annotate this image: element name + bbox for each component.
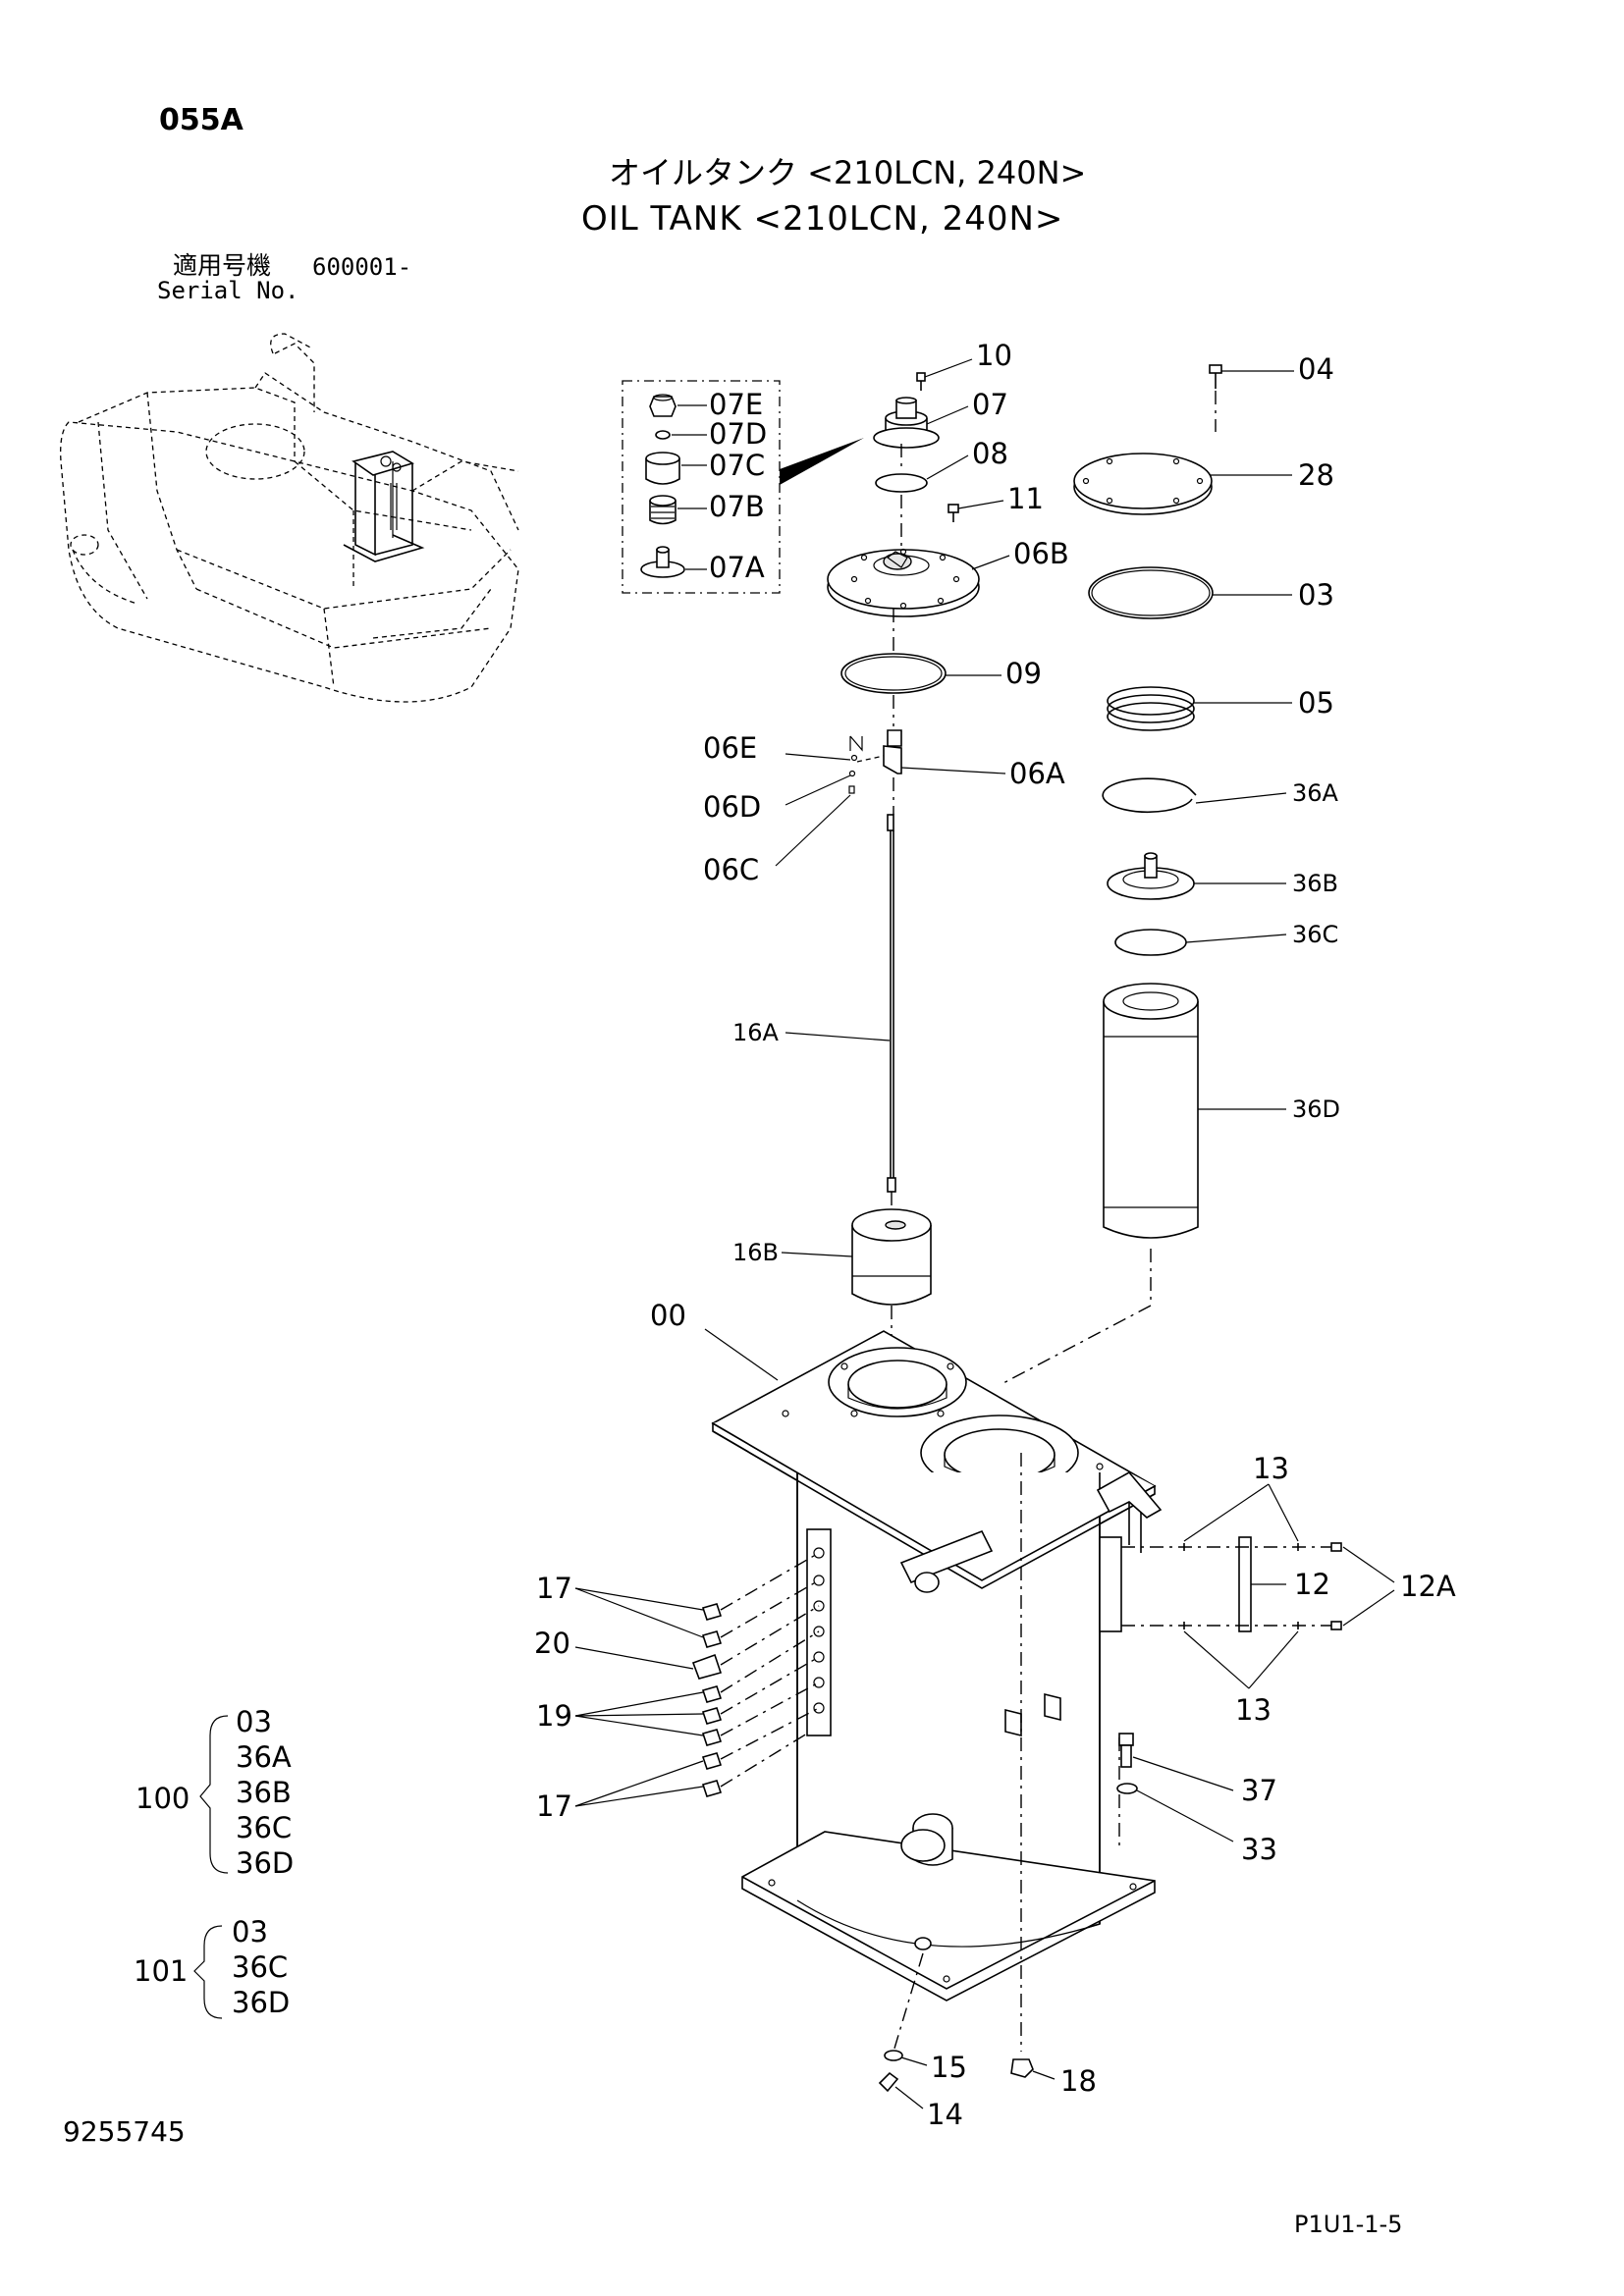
callout-13-upper: 13 — [1253, 1452, 1289, 1485]
callout-36D: 36D — [1292, 1095, 1340, 1123]
level-gauge-parts — [1121, 1536, 1342, 1632]
callout-33: 33 — [1241, 1833, 1277, 1866]
callout-16B: 16B — [732, 1239, 779, 1266]
callout-06B: 06B — [1013, 537, 1069, 570]
callout-36B: 36B — [1292, 870, 1338, 897]
callout-11: 11 — [1007, 482, 1044, 515]
callout-labels: 10 07 08 11 06B 09 06E 06D 06C 06A 07E 0… — [534, 339, 1456, 2131]
callout-13-lower: 13 — [1235, 1693, 1272, 1727]
callout-17-upper: 17 — [536, 1572, 572, 1605]
callout-18: 18 — [1060, 2064, 1097, 2098]
page-reference: P1U1-1-5 — [1294, 2211, 1403, 2238]
callout-04: 04 — [1298, 352, 1334, 386]
callout-05: 05 — [1298, 686, 1334, 720]
leader-lines — [574, 358, 1395, 2109]
callout-17-lower: 17 — [536, 1789, 572, 1823]
kit-100: 100 03 36A 36B 36C 36D — [135, 1705, 294, 1880]
callout-07D: 07D — [709, 417, 767, 451]
title-japanese: オイルタンク <210LCN, 240N> — [609, 154, 1087, 191]
callout-06C: 06C — [703, 853, 759, 886]
callout-36C: 36C — [1292, 921, 1338, 948]
callout-06E: 06E — [703, 731, 757, 765]
callout-07E: 07E — [709, 388, 763, 421]
detail-07-box — [622, 380, 864, 594]
kit-101-item: 03 — [232, 1915, 268, 1949]
document-number: 9255745 — [63, 2115, 186, 2148]
callout-07A: 07A — [709, 551, 765, 584]
kit-100-item: 36B — [236, 1776, 292, 1809]
title-english: OIL TANK <210LCN, 240N> — [581, 199, 1064, 239]
callout-09: 09 — [1005, 657, 1042, 690]
kit-100-item: 03 — [236, 1705, 272, 1738]
kit-101-id: 101 — [134, 1954, 188, 1988]
kit-100-item: 36C — [236, 1811, 292, 1844]
callout-07C: 07C — [709, 449, 765, 482]
kit-101-item: 36D — [232, 1986, 290, 2019]
callout-12: 12 — [1294, 1568, 1330, 1601]
callout-08: 08 — [972, 437, 1008, 470]
kit-100-item: 36A — [236, 1740, 292, 1774]
oil-tank-body — [711, 1330, 1163, 2053]
callout-12A: 12A — [1400, 1570, 1456, 1603]
callout-16A: 16A — [732, 1019, 780, 1046]
callout-14: 14 — [927, 2098, 963, 2131]
callout-36A: 36A — [1292, 779, 1339, 807]
kit-101-item: 36C — [232, 1950, 288, 1984]
callout-19: 19 — [536, 1699, 572, 1733]
applicable-label: 適用号機 — [173, 251, 272, 280]
page-code: 055A — [159, 103, 244, 137]
center-upper-parts — [827, 372, 980, 1374]
machine-location-thumbnail — [60, 333, 519, 703]
port-fittings — [691, 1552, 820, 1797]
kit-101: 101 03 36C 36D — [134, 1915, 290, 2019]
right-filter-column — [1001, 364, 1222, 1385]
callout-20: 20 — [534, 1627, 570, 1660]
callout-06A: 06A — [1009, 757, 1065, 790]
callout-03: 03 — [1298, 578, 1334, 612]
small-hardware — [878, 1733, 1138, 2093]
callout-07B: 07B — [709, 490, 765, 523]
callout-00: 00 — [650, 1299, 686, 1332]
callout-37: 37 — [1241, 1774, 1277, 1807]
callout-10: 10 — [976, 339, 1012, 372]
serial-number-label: Serial No. — [157, 277, 299, 304]
kit-100-id: 100 — [135, 1782, 189, 1815]
callout-15: 15 — [931, 2051, 967, 2084]
callout-28: 28 — [1298, 458, 1334, 492]
kit-100-item: 36D — [236, 1846, 294, 1880]
callout-07: 07 — [972, 388, 1008, 421]
kit-braces — [193, 1715, 229, 2019]
callout-06D: 06D — [703, 790, 761, 824]
serial-number-value: 600001- — [312, 253, 412, 281]
